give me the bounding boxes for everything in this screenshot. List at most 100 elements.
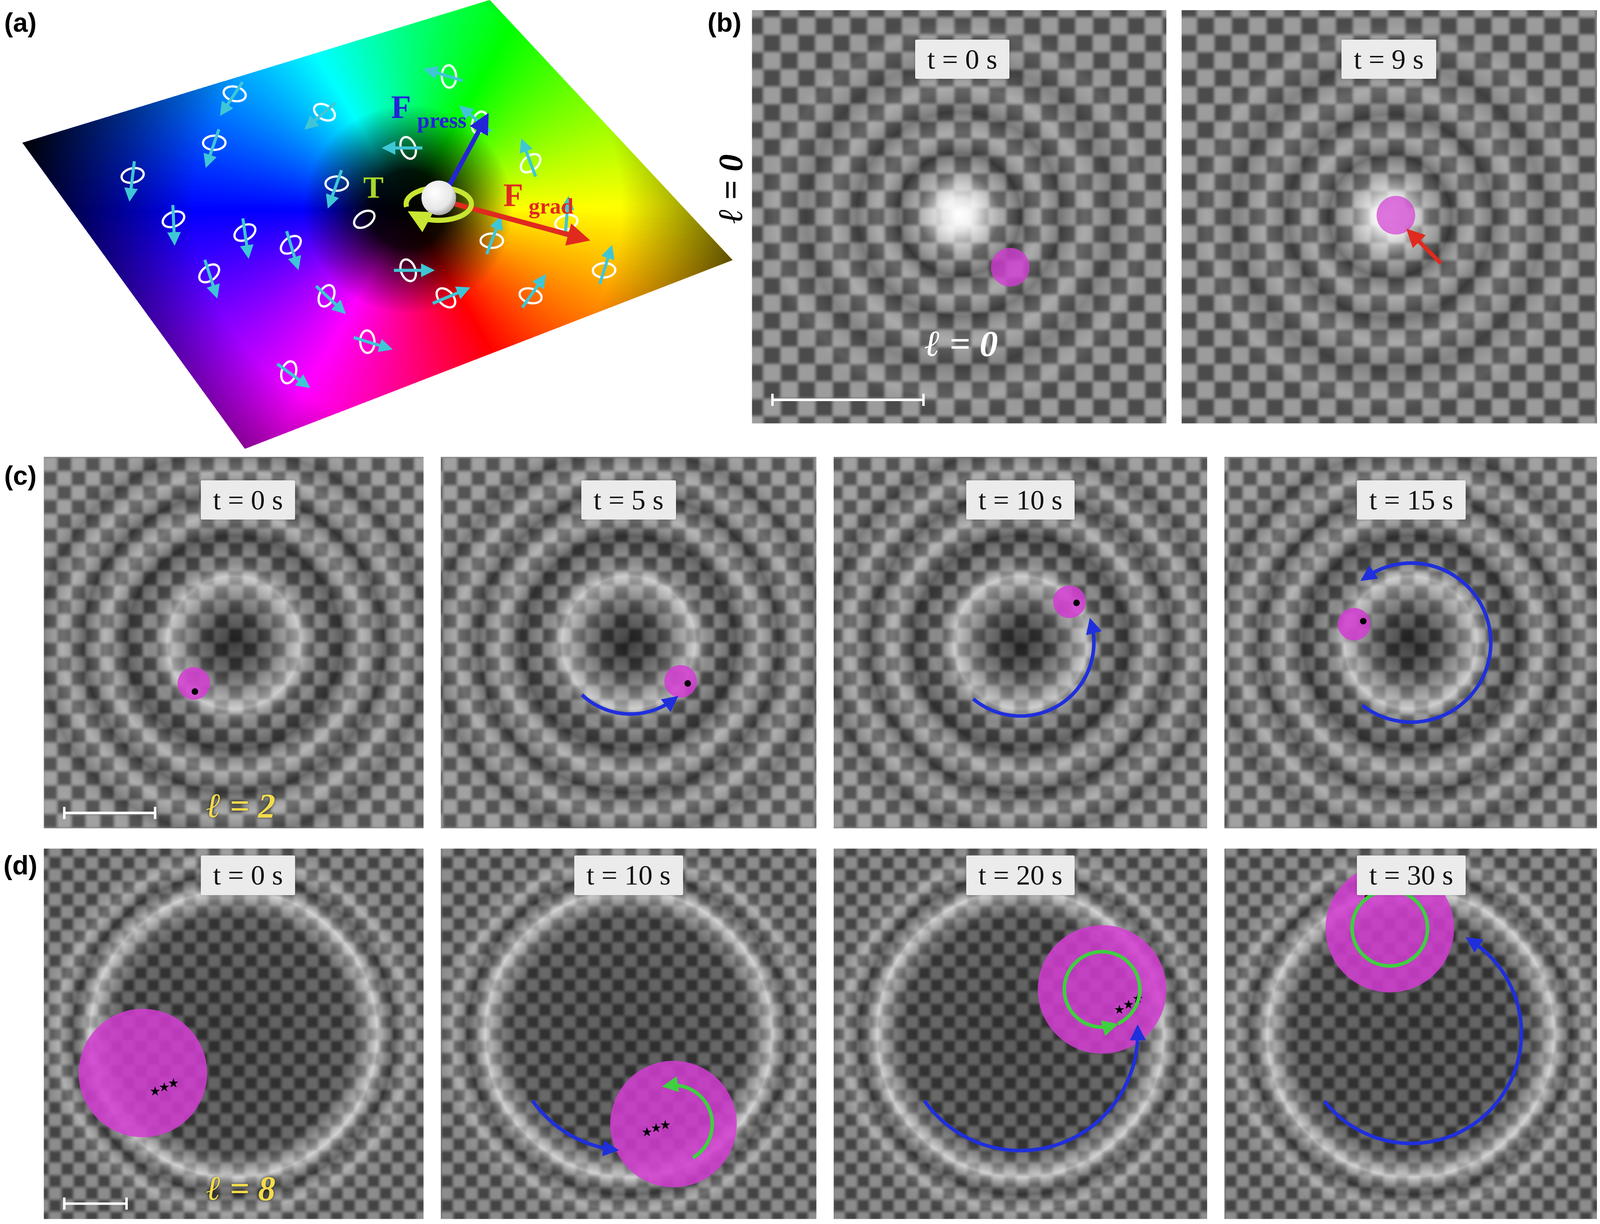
momentum-arrow — [316, 286, 344, 312]
torque-symbol: T — [363, 172, 384, 204]
checker-texture — [752, 10, 1167, 424]
time-stamp: t = 0 s — [213, 859, 284, 892]
image-ground — [1224, 457, 1597, 829]
particle-marker — [1114, 1005, 1125, 1015]
beam-intensity — [833, 848, 1208, 1220]
trapped-particle — [177, 667, 211, 700]
checker-texture — [1181, 10, 1597, 424]
orbit-arrow — [1324, 940, 1522, 1144]
time-stamp-box: t = 20 s — [966, 855, 1076, 896]
image-ground — [440, 457, 817, 829]
camera-image — [44, 848, 424, 1220]
intensity-shade — [0, 0, 776, 470]
momentum-arrow — [393, 268, 431, 272]
image-ground — [44, 848, 424, 1220]
panel-letter: (b) — [707, 9, 742, 36]
scale-bars — [64, 393, 924, 1210]
time-stamp: t = 10 s — [586, 859, 671, 892]
camera-image — [1224, 848, 1597, 1220]
momentum-arrow — [427, 70, 463, 82]
row-label: ℓ = 0 — [713, 154, 749, 224]
particle-marker — [1073, 599, 1080, 607]
particle-marker — [159, 1082, 170, 1092]
time-stamp: t = 5 s — [593, 484, 664, 517]
momentum-arrow — [486, 219, 500, 255]
panel-letter: (c) — [4, 462, 37, 489]
checker-texture — [440, 848, 817, 1220]
momentum-arrow — [286, 231, 298, 267]
camera-image — [1181, 10, 1597, 424]
momentum-arrow — [222, 81, 243, 113]
figure-g — [532, 563, 1522, 1151]
trapped-particle — [78, 1008, 207, 1138]
scale-bar — [64, 806, 156, 820]
beam-intensity — [44, 457, 424, 829]
image-ground — [1224, 848, 1597, 1220]
momentum-arrow — [172, 205, 175, 242]
particle-marker — [191, 688, 199, 695]
motion-arrow — [1410, 232, 1442, 264]
beam-intensity — [752, 10, 1167, 424]
camera-image — [833, 848, 1208, 1220]
beam-intensity — [1224, 848, 1597, 1220]
time-stamp: t = 20 s — [978, 859, 1063, 892]
momentum-arrow — [385, 146, 423, 150]
trapped-particle — [1037, 925, 1167, 1054]
time-stamp: t = 30 s — [1369, 859, 1454, 892]
trapped-particle — [610, 1060, 737, 1188]
time-stamp-box: t = 0 s — [915, 39, 1010, 80]
time-stamp-box: t = 5 s — [581, 480, 677, 521]
time-stamp-box: t = 10 s — [966, 480, 1076, 521]
image-ground — [833, 848, 1208, 1220]
beam-intensity — [440, 848, 817, 1220]
panel-letter: (a) — [4, 9, 37, 36]
momentum-arrow — [242, 218, 248, 255]
camera-image — [440, 457, 817, 829]
image-ground — [44, 457, 424, 829]
time-stamp: t = 10 s — [978, 484, 1063, 517]
particle-sphere — [421, 180, 457, 216]
particles — [78, 195, 1454, 1188]
image-ground — [833, 457, 1208, 829]
particle-marker — [642, 1127, 652, 1137]
polarization-ellipse — [351, 207, 378, 232]
time-stamp: t = 15 s — [1369, 484, 1454, 517]
beam-intensity — [833, 457, 1208, 829]
checker-texture — [44, 457, 424, 829]
spin-arrow — [666, 1085, 713, 1158]
time-stamp-box: t = 10 s — [574, 855, 684, 896]
particle-marker — [684, 680, 691, 688]
orbit-arrow — [924, 1029, 1139, 1151]
scale-bar — [64, 1197, 127, 1211]
spin-arrow — [1352, 890, 1428, 966]
momentum-arrow — [277, 363, 307, 386]
momentum-arrow — [522, 277, 544, 308]
trapped-particle — [1376, 195, 1416, 235]
force-symbol: F — [391, 90, 411, 124]
beam-intensity — [44, 848, 424, 1220]
time-stamp-box: t = 0 s — [200, 855, 296, 896]
particle-marker — [168, 1078, 179, 1088]
checker-texture — [1224, 457, 1597, 829]
trapped-particle — [990, 247, 1030, 287]
force-subscript: press — [417, 109, 467, 132]
time-stamp: t = 0 s — [213, 484, 284, 517]
figure-g — [150, 882, 1393, 1137]
camera-image — [833, 457, 1208, 829]
image-ground — [1181, 10, 1597, 424]
charge-label: ℓ = 2 — [206, 788, 276, 824]
panel-letter: (d) — [3, 852, 38, 879]
time-stamp: t = 0 s — [927, 43, 998, 76]
orbit-arrow — [973, 622, 1094, 717]
time-stamp-box: t = 30 s — [1356, 855, 1466, 896]
time-stamp: t = 9 s — [1353, 43, 1424, 76]
charge-label: ℓ = 8 — [206, 1171, 276, 1207]
particle-marker — [651, 1123, 662, 1133]
polarization-field — [120, 64, 616, 386]
momentum-arrow — [432, 289, 467, 304]
camera-image — [44, 457, 424, 829]
camera-image — [752, 10, 1167, 424]
particle-marker — [1359, 617, 1367, 625]
